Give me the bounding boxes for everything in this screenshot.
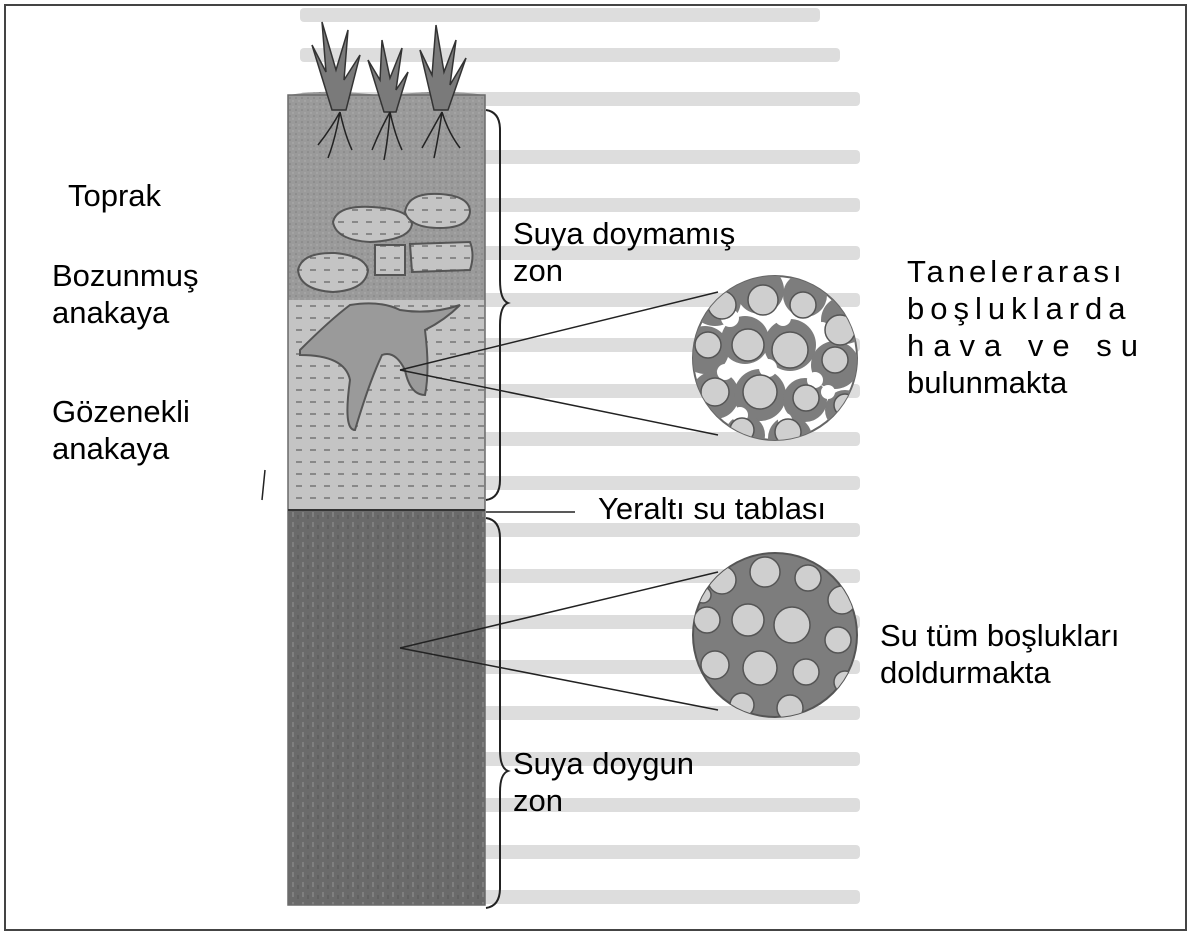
label-su-tum-bosluklari: Su tüm boşlukları doldurmakta [880,617,1120,691]
label-tanelerarasi-line4: bulunmakta [907,364,1177,401]
label-su-tum-line2: doldurmakta [880,654,1120,691]
label-tanelerarasi: Tanelerarası boşluklarda hava ve su bulu… [907,253,1177,401]
label-suya-doymamis-line2: zon [513,252,735,289]
label-tanelerarasi-line3: hava ve su [907,327,1177,364]
label-gozenekli-anakaya: Gözenekli anakaya [52,393,190,467]
label-yeralti-su-tablasi: Yeraltı su tablası [598,490,826,527]
label-suya-doymamis-line1: Suya doymamış [513,215,735,252]
label-suya-doygun-line2: zon [513,782,694,819]
label-bozunmus-line1: Bozunmuş [52,257,198,294]
soil-column [288,92,485,905]
label-bozunmus-anakaya: Bozunmuş anakaya [52,257,198,331]
label-gozenekli-line1: Gözenekli [52,393,190,430]
label-tanelerarasi-line1: Tanelerarası [907,253,1177,290]
label-suya-doygun-line1: Suya doygun [513,745,694,782]
label-suya-doymamis-zon: Suya doymamış zon [513,215,735,289]
label-gozenekli-line2: anakaya [52,430,190,467]
label-bozunmus-line2: anakaya [52,294,198,331]
label-toprak: Toprak [68,177,161,214]
label-su-tum-line1: Su tüm boşlukları [880,617,1120,654]
saturated-zone-fill [288,510,485,905]
label-tanelerarasi-line2: boşluklarda [907,290,1177,327]
label-suya-doygun-zon: Suya doygun zon [513,745,694,819]
